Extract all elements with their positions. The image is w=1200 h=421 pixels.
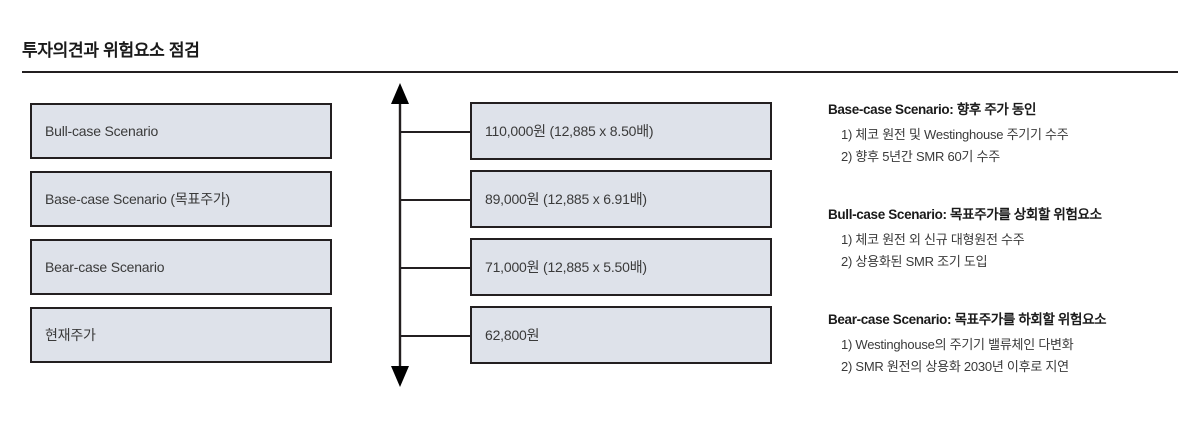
value-box-label: 71,000원 (12,885 x 5.50배) xyxy=(485,259,647,275)
note-item: 2) 상용화된 SMR 조기 도입 xyxy=(841,254,988,270)
scenario-box-current: 현재주가 xyxy=(30,307,332,363)
value-box-bear: 71,000원 (12,885 x 5.50배) xyxy=(470,238,772,296)
value-box-label: 110,000원 (12,885 x 8.50배) xyxy=(485,123,654,139)
value-box-label: 89,000원 (12,885 x 6.91배) xyxy=(485,191,647,207)
note-heading: Base-case Scenario: 향후 주가 동인 xyxy=(828,102,1037,117)
note-item: 1) Westinghouse의 주기기 밸류체인 다변화 xyxy=(841,337,1074,352)
note-block-bull-case: Bull-case Scenario: 목표주가를 상회할 위험요소 1) 체코… xyxy=(828,203,1198,274)
scenario-box-base: Base-case Scenario (목표주가) xyxy=(30,171,332,227)
scenario-box-label: Bear-case Scenario xyxy=(45,259,165,275)
value-box-current: 62,800원 xyxy=(470,306,772,364)
scenario-box-bull: Bull-case Scenario xyxy=(30,103,332,159)
price-axis-arrow-icon xyxy=(386,83,414,387)
connector-line-current xyxy=(400,335,470,337)
note-block-base-case: Base-case Scenario: 향후 주가 동인 1) 체코 원전 및 … xyxy=(828,98,1198,169)
title-divider xyxy=(22,71,1178,73)
scenario-box-label: 현재주가 xyxy=(45,327,96,343)
note-item: 2) SMR 원전의 상용화 2030년 이후로 지연 xyxy=(841,359,1069,375)
scenario-box-label: Base-case Scenario (목표주가) xyxy=(45,191,231,207)
note-item: 1) 체코 원전 및 Westinghouse 주기기 수주 xyxy=(841,127,1069,142)
page-title: 투자의견과 위험요소 점검 xyxy=(22,41,200,60)
value-box-base: 89,000원 (12,885 x 6.91배) xyxy=(470,170,772,228)
value-box-label: 62,800원 xyxy=(485,327,540,343)
connector-line-base xyxy=(400,199,470,201)
scenario-box-bear: Bear-case Scenario xyxy=(30,239,332,295)
note-heading: Bull-case Scenario: 목표주가를 상회할 위험요소 xyxy=(828,207,1102,222)
note-heading: Bear-case Scenario: 목표주가를 하회할 위험요소 xyxy=(828,312,1107,327)
scenario-box-label: Bull-case Scenario xyxy=(45,123,159,139)
note-block-bear-case: Bear-case Scenario: 목표주가를 하회할 위험요소 1) We… xyxy=(828,308,1198,379)
connector-line-bull xyxy=(400,131,470,133)
note-item: 1) 체코 원전 외 신규 대형원전 수주 xyxy=(841,232,1025,247)
note-item: 2) 향후 5년간 SMR 60기 수주 xyxy=(841,149,1000,165)
connector-line-bear xyxy=(400,267,470,269)
value-box-bull: 110,000원 (12,885 x 8.50배) xyxy=(470,102,772,160)
